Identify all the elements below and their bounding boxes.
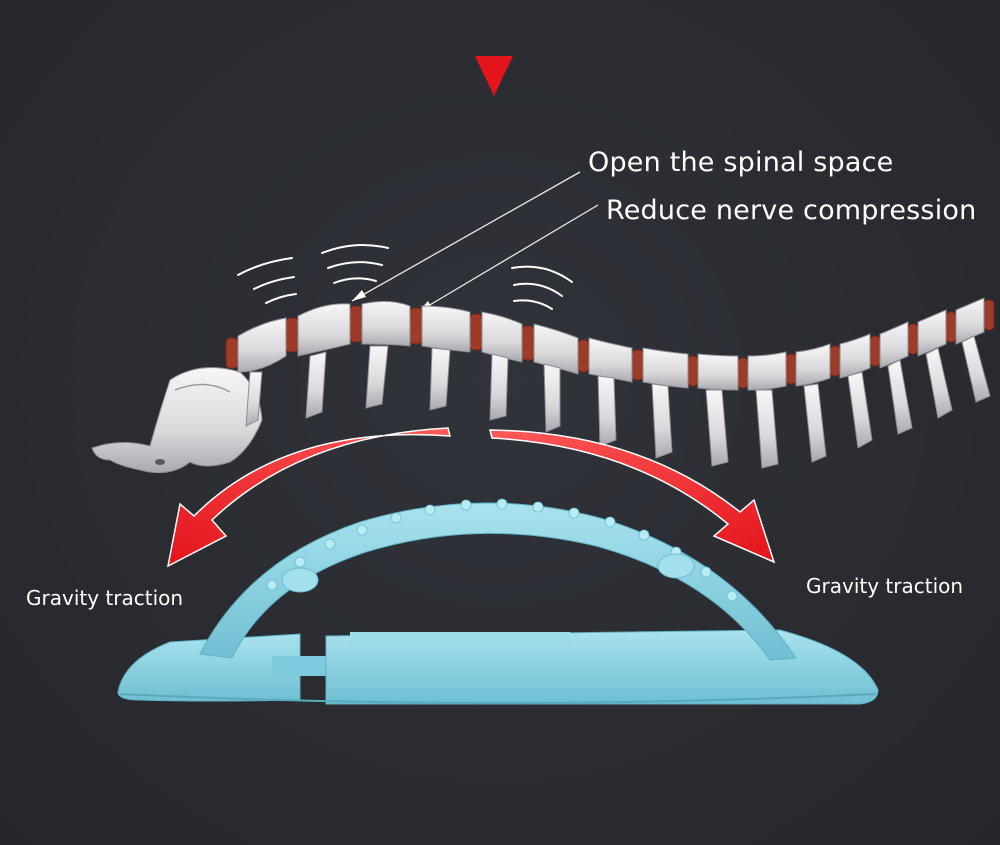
vertebra (879, 321, 909, 369)
disc (285, 317, 299, 353)
callout-reduce-nerve-compression: Reduce nerve compression (606, 195, 977, 226)
back-stretcher-device (117, 498, 879, 705)
disc (631, 349, 644, 381)
disc (469, 313, 483, 351)
disc (829, 345, 841, 377)
traction-arrow-right (489, 429, 776, 564)
label-gravity-traction-left: Gravity traction (26, 586, 184, 610)
disc (521, 325, 535, 361)
callout-line-2 (417, 204, 599, 313)
pelvis-bone (91, 367, 263, 474)
disc (409, 307, 423, 345)
vertebra (917, 309, 947, 357)
disc (687, 355, 699, 387)
callout-open-spinal-space: Open the spinal space (588, 147, 894, 178)
vertebra (481, 311, 523, 363)
vertebra (361, 300, 411, 347)
disc (945, 311, 957, 343)
vibration-lines-icon (237, 244, 573, 310)
vertebra (955, 297, 985, 345)
vertebra (795, 343, 831, 387)
disc (785, 353, 797, 385)
disc (225, 337, 239, 369)
disc (737, 357, 749, 389)
disc (577, 339, 590, 373)
vertebra (642, 347, 689, 389)
disc (869, 335, 881, 367)
spine (225, 297, 995, 469)
vertebra (237, 317, 287, 373)
disc (907, 323, 919, 355)
vertebra (588, 337, 633, 383)
vertebra (747, 351, 787, 391)
traction-arrow-left (166, 427, 451, 568)
callout-arrowhead-1 (352, 290, 366, 301)
disc (349, 305, 363, 343)
vertebra (421, 305, 471, 353)
vertebra (697, 353, 739, 391)
label-gravity-traction-right: Gravity traction (806, 574, 964, 598)
down-triangle-icon (475, 56, 513, 96)
callout-line-1 (351, 171, 581, 302)
disc (983, 299, 995, 331)
vertebra (297, 303, 351, 357)
vertebra (839, 333, 871, 379)
